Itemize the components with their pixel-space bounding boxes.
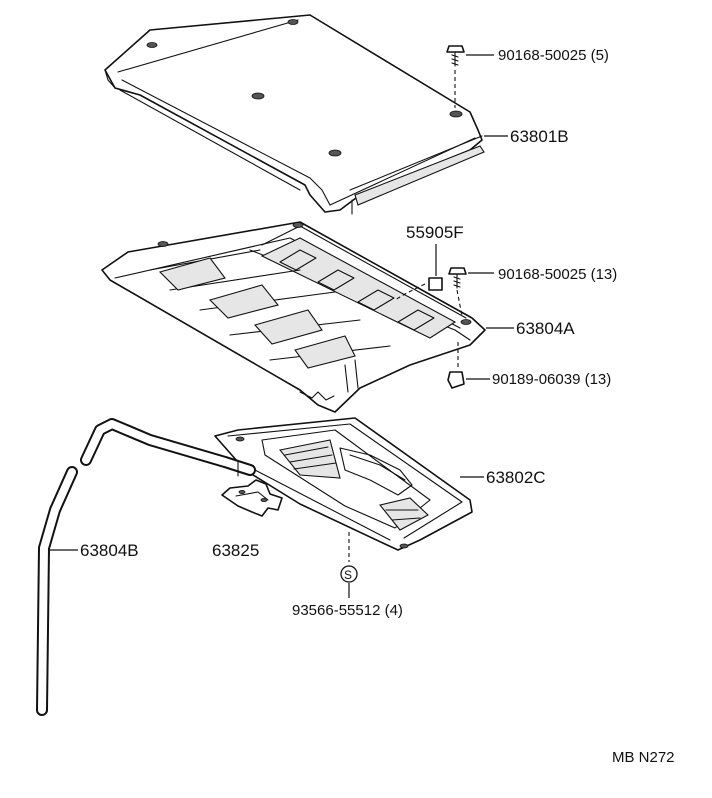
cover-part-drawing — [104, 14, 485, 215]
bolt-mid-drawing — [448, 267, 467, 317]
label-hose: 63804B — [80, 541, 139, 560]
label-bolt-top: 90168-50025 (5) — [498, 47, 609, 64]
tray-part-drawing — [101, 221, 486, 413]
label-bracket: 63825 — [212, 541, 259, 560]
drawing-code: MB N272 — [612, 749, 675, 766]
screw-drawing: S — [340, 532, 358, 598]
label-screw-symbol: S — [344, 568, 352, 582]
bracket-drawing — [221, 479, 283, 517]
label-nut: 90189-06039 (13) — [492, 371, 611, 388]
clip-drawing — [394, 244, 443, 301]
label-clip: 55905F — [406, 223, 464, 242]
screw-symbol-icon — [340, 565, 358, 583]
lower-case-drawing — [214, 417, 473, 551]
label-screw: 93566-55512 (4) — [292, 602, 403, 619]
label-tray: 63804A — [516, 319, 575, 338]
label-bolt-mid: 90168-50025 (13) — [498, 266, 617, 283]
hose-drawing — [36, 418, 256, 716]
nut-drawing — [447, 342, 465, 389]
label-cover: 63801B — [510, 127, 569, 146]
bolt-top-drawing — [446, 45, 465, 108]
label-lower-case: 63802C — [486, 468, 546, 487]
